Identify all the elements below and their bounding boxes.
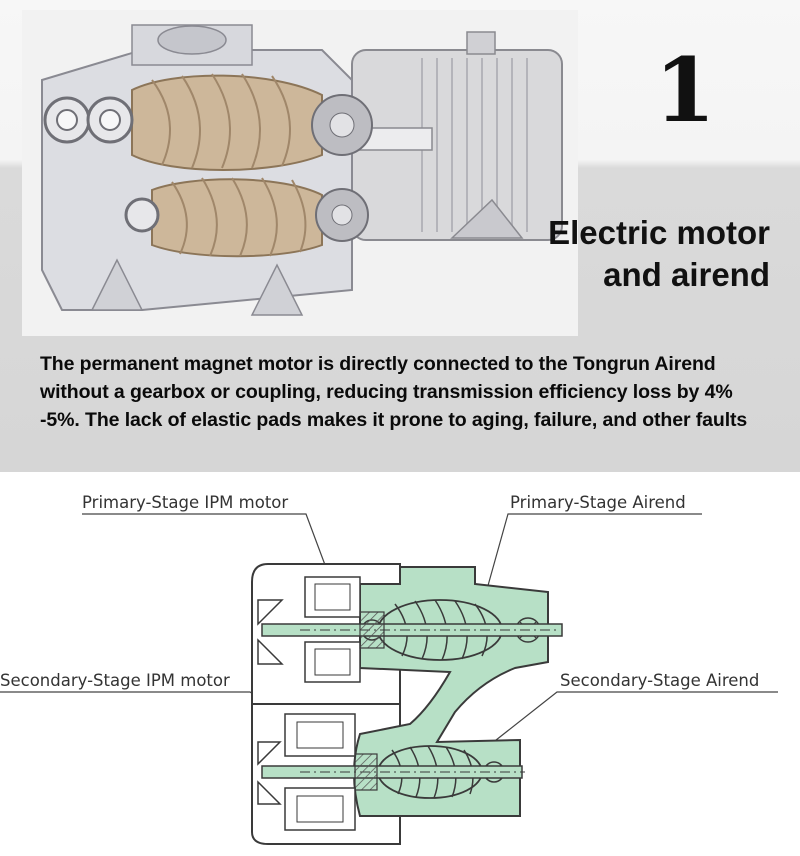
label-secondary-motor: Secondary-Stage IPM motor <box>0 671 230 690</box>
feature-header-section: 1 Electric motor and airend The permanen… <box>0 0 800 472</box>
motor-airend-photo <box>22 10 578 336</box>
female-rotor <box>151 177 323 258</box>
description-line: The permanent magnet motor is directly c… <box>40 353 716 375</box>
primary-shaft <box>261 623 563 637</box>
terminal-box <box>466 31 496 55</box>
feature-title-line: and airend <box>603 256 770 293</box>
primary-motor-stator <box>304 576 385 683</box>
feature-title-line: Electric motor <box>548 214 770 251</box>
feature-title: Electric motor and airend <box>548 212 770 296</box>
motor-end-caps <box>257 599 284 805</box>
secondary-motor-stator <box>284 713 378 831</box>
motor-foot <box>450 198 524 239</box>
step-number: 1 <box>654 38 716 142</box>
feature-description: The permanent magnet motor is directly c… <box>40 350 790 434</box>
motor-airend-illustration <box>41 24 563 316</box>
male-rotor <box>131 73 323 171</box>
label-secondary-airend: Secondary-Stage Airend <box>560 671 759 690</box>
label-primary-airend: Primary-Stage Airend <box>510 493 686 512</box>
two-stage-cutaway-diagram: Primary-Stage IPM motor Primary-Stage Ai… <box>0 493 778 845</box>
label-primary-motor: Primary-Stage IPM motor <box>82 493 288 512</box>
description-line: -5%. The lack of elastic pads makes it p… <box>40 409 748 431</box>
bearing <box>124 197 160 233</box>
description-line: without a gearbox or coupling, reducing … <box>40 381 733 403</box>
